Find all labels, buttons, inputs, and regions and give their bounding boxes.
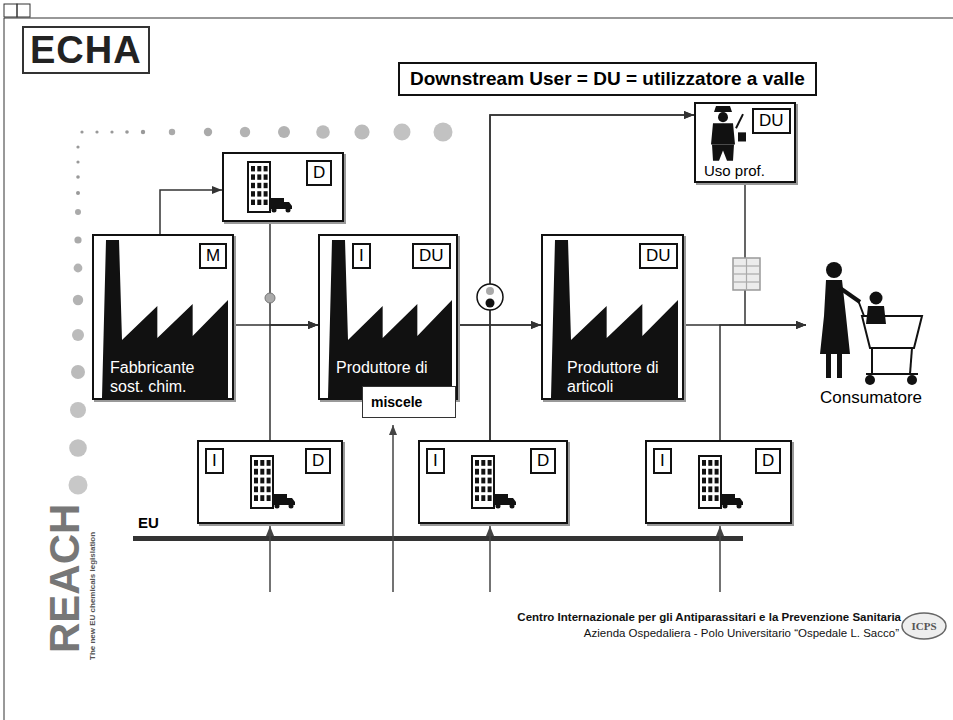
logo-text: ICPS [904,619,944,633]
text-slot: I [352,243,371,269]
text-slot: miscele [362,386,456,418]
region-label: EU [138,514,159,532]
icps-logo-oval [902,613,946,639]
factory-label: Produttore di articoli [567,358,659,396]
text-slot: Consumatore [820,388,922,408]
text-slot: D [755,448,781,474]
label-slot: ICPS [904,619,944,633]
warehouse-truck-icon [248,162,292,213]
distributor-box: ID [418,440,568,524]
label-slot: Azienda Ospedaliera - Polo Universitario… [584,626,899,640]
role-tag: I [426,448,445,474]
text-slot: DU [639,243,678,269]
factory-box: M Fabbricante sost. chim. [92,234,234,400]
role-tag: I [205,448,224,474]
eu-border-line [133,536,743,541]
label-slot: Centro Internazionale per gli Antiparass… [517,610,901,624]
consumer-figure: Consumatore [806,258,938,412]
role-tag: D [530,448,556,474]
warehouse-truck-icon [699,456,743,509]
text-slot: I [205,448,224,474]
flow-connector [490,115,694,440]
label-slot: EU [138,514,159,532]
text-slot: DU [412,243,451,269]
flow-connector [270,222,318,325]
text-slot: Produttore di [336,358,428,377]
junction-dot [265,293,275,303]
factory-silhouette [102,240,228,398]
text-slot: Uso prof. [704,162,765,179]
header-rule [4,4,953,720]
text-slot: DU [752,108,791,134]
flow-connector [160,190,222,234]
role-tag: DU [639,243,678,269]
figure-label: Consumatore [820,388,922,408]
footer-line: Centro Internazionale per gli Antiparass… [517,610,901,624]
box-label: Uso prof. [704,162,765,179]
label-slot: ECHA [22,26,150,74]
text-slot: I [653,448,672,474]
factory-silhouette [328,240,452,398]
role-tag: DU [412,243,451,269]
factory-label: Produttore di [336,358,428,377]
painter-figure [711,106,746,161]
role-tag: DU [752,108,791,134]
text-slot: Produttore di articoli [567,358,659,396]
slide-title: Downstream User = DU = utilizzatore a va… [398,62,817,96]
shopper-figure [820,262,922,385]
flow-connector [490,325,541,440]
factory-label: Fabbricante sost. chim. [110,358,220,396]
role-tag: D [306,160,332,186]
text-slot: D [530,448,556,474]
role-tag: I [653,448,672,474]
flow-connector [745,183,806,325]
role-tag: D [755,448,781,474]
article-icon [733,258,760,290]
logo-text: ECHA [22,26,150,74]
text-slot: I [426,448,445,474]
role-tag: D [305,448,331,474]
text-slot: Fabbricante sost. chim. [110,358,220,396]
label-slot: The new EU chemicals legislation [88,503,100,653]
footer-line: Azienda Ospedaliera - Polo Universitario… [584,626,899,640]
text-slot: M [199,243,227,269]
connectors [160,115,806,440]
factory-box: DU Produttore di articoli [541,234,684,400]
role-tag: I [352,243,371,269]
title-slot: Downstream User = DU = utilizzatore a va… [398,62,817,96]
distributor-box: D [222,152,344,222]
distributor-box: ID [197,440,343,524]
factory-silhouette [551,240,678,398]
flow-connector [720,325,806,440]
mixture-symbol [477,284,503,310]
distributor-box: ID [645,440,792,524]
label-slot: REACH [44,503,88,653]
text-slot: D [305,448,331,474]
role-tag: M [199,243,227,269]
watermark-tagline: The new EU chemicals legislation [88,532,98,660]
factory-box: IDUProduttore dimiscele [318,234,458,400]
flow-connector [270,325,318,440]
text-slot: D [306,160,332,186]
watermark: REACH [44,504,86,653]
professional-user-box: DU Uso prof. [694,102,796,183]
overlay-label: miscele [362,386,456,418]
warehouse-truck-icon [472,456,516,509]
warehouse-truck-icon [251,456,295,509]
